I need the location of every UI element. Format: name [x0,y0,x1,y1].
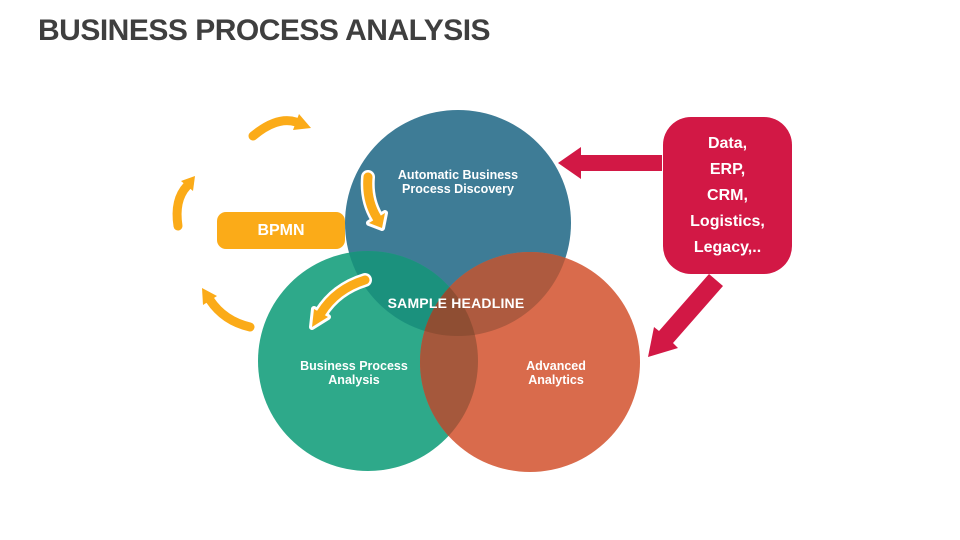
source-line: Data, [707,134,748,152]
page-title: BUSINESS PROCESS ANALYSIS [38,14,491,47]
source-line: CRM, [707,186,748,204]
cycle-arrow-bottom-left-icon [202,288,255,332]
input-arrow-left-icon [558,147,662,179]
source-line: Legacy,.. [693,238,762,256]
arrow-into-discovery-icon [360,170,388,231]
source-line: Logistics, [690,212,765,230]
input-arrow-diagonal-icon [648,274,723,357]
cycle-arrow-left-icon [172,176,195,231]
sample-headline: SAMPLE HEADLINE [387,295,525,311]
bpmn-box: BPMN [217,212,345,249]
overlap-top-left [345,251,478,336]
overlap-top-right [420,252,571,336]
label-advanced-analytics: Advanced Analytics [526,358,586,388]
arrow-into-analysis-icon [309,273,372,330]
label-business-process-analysis: Business Process Analysis [300,358,408,388]
source-line: ERP, [709,160,746,178]
bpmn-label: BPMN [257,221,305,239]
data-sources-box: Data, ERP, CRM, Logistics, Legacy,.. [663,117,792,274]
cycle-arrow-top-icon [248,114,311,141]
label-automatic-discovery: Automatic Business Process Discovery [397,167,519,197]
